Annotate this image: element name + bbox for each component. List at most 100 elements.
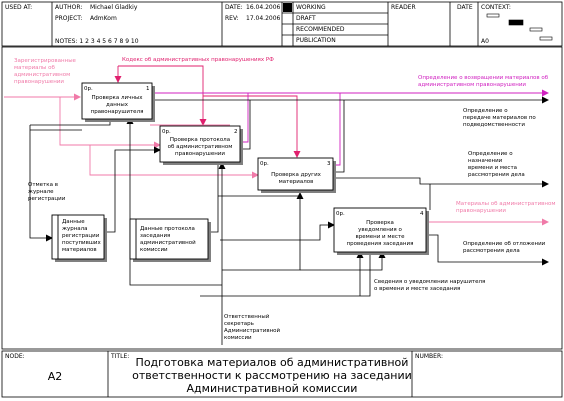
output-arrow-transfer [152, 96, 549, 173]
svg-text:0р.: 0р. [260, 161, 269, 167]
status-draft: DRAFT [296, 15, 316, 22]
svg-text:регистрации: регистрации [62, 233, 100, 239]
node-value: A2 [48, 370, 63, 383]
date-label: DATE: [225, 4, 243, 11]
data-store-commission-protocol[interactable]: Данные протокола заседания административ… [129, 218, 211, 262]
output-arrow-postpone [426, 234, 549, 266]
svg-text:Зарегистрированные: Зарегистрированные [14, 58, 77, 64]
status-publication: PUBLICATION [296, 37, 336, 44]
status-working: WORKING [296, 4, 326, 11]
appointment-label: Определение о назначении времени и места… [468, 151, 525, 178]
context-thumbnail [486, 13, 553, 41]
svg-text:административном: административном [14, 72, 70, 78]
mechanism-arrow-secretary [126, 117, 386, 345]
activity-box-2[interactable]: 0р. 2 Проверка протокола об администрати… [159, 125, 243, 165]
rev-label: REV: [225, 15, 239, 22]
svg-text:Определение о: Определение о [468, 151, 513, 157]
registration-mark-label: Отметка в журнале регистрации [28, 182, 66, 202]
svg-text:Отметка в: Отметка в [28, 182, 58, 188]
input-materials-label: Зарегистрированные материалы об админист… [14, 58, 77, 85]
title-label: TITLE: [110, 353, 129, 360]
svg-text:0р.: 0р. [162, 129, 171, 135]
svg-text:правонарушении: правонарушении [456, 208, 506, 214]
svg-text:назначении: назначении [468, 158, 503, 164]
svg-text:рассмотрения дела: рассмотрения дела [463, 248, 520, 254]
svg-text:уведомления о: уведомления о [358, 227, 402, 233]
svg-text:комиссии: комиссии [140, 247, 168, 253]
diagram-title-line2: ответственности к рассмотрению на заседа… [132, 369, 412, 382]
date-value: 16.04.2006 [246, 4, 281, 11]
svg-text:Материалы об административном: Материалы об административном [456, 201, 556, 207]
svg-text:правонарушении: правонарушении [14, 79, 64, 85]
activity-box-3[interactable]: 0р. 3 Проверка других материалов [257, 157, 336, 193]
svg-text:0р.: 0р. [336, 211, 345, 217]
svg-text:подведомственности: подведомственности [463, 122, 525, 128]
admin-materials-label: Материалы об административном правонаруш… [456, 201, 556, 214]
svg-text:данных: данных [106, 102, 129, 108]
svg-text:Проверка других: Проверка других [271, 172, 322, 178]
arrow-notice-info [200, 252, 371, 297]
activity-box-1[interactable]: 0р. 1 Проверка личных данных правонаруши… [81, 82, 155, 122]
transfer-label: Определение о передаче материалов по под… [463, 108, 536, 128]
postpone-label: Определение об отложении рассмотрения де… [463, 241, 546, 254]
svg-text:правонарушении: правонарушении [175, 151, 225, 157]
svg-text:передаче материалов по: передаче материалов по [463, 115, 536, 121]
svg-text:Определение о: Определение о [463, 108, 508, 114]
project-label: PROJECT: [55, 15, 82, 22]
author-value: Michael Gladkiy [90, 4, 138, 11]
project-value: AdmKom [90, 15, 117, 22]
svg-text:материалы об: материалы об [14, 65, 56, 71]
notice-info-label: Сведения о уведомлении нарушителя о врем… [374, 279, 485, 292]
node-label: NODE: [5, 353, 25, 360]
svg-text:4: 4 [420, 211, 424, 217]
context-label: CONTEXT: [481, 4, 511, 11]
svg-text:Административной: Административной [224, 327, 281, 334]
svg-text:Данные протокола: Данные протокола [140, 226, 195, 232]
svg-text:материалов: материалов [279, 179, 314, 185]
svg-text:Данные: Данные [62, 219, 85, 225]
svg-text:рассмотрения дела: рассмотрения дела [468, 172, 525, 178]
svg-text:проведения заседания: проведения заседания [347, 241, 414, 247]
svg-text:поступивших: поступивших [62, 240, 101, 246]
svg-text:Ответственный: Ответственный [224, 313, 270, 320]
working-status-marker [283, 3, 292, 12]
number-label: NUMBER: [415, 353, 443, 360]
svg-text:правонарушителя: правонарушителя [91, 109, 144, 115]
svg-text:1: 1 [146, 86, 150, 92]
data-store-registration-journal[interactable]: Данные журнала регистрации поступивших м… [51, 214, 107, 262]
reader-label: READER [391, 4, 416, 11]
svg-text:Определение об отложении: Определение об отложении [463, 241, 546, 247]
svg-text:Определение о возвращении мате: Определение о возвращении материалов об [418, 75, 549, 81]
svg-text:журнала: журнала [62, 226, 88, 232]
author-label: AUTHOR: [55, 4, 82, 11]
diagram-title-line1: Подготовка материалов об административно… [136, 356, 409, 369]
arrow-store1-to-box2 [105, 146, 161, 233]
svg-text:регистрации: регистрации [28, 196, 66, 202]
svg-text:секретарь: секретарь [224, 321, 254, 327]
svg-text:административном правонарушени: административном правонарушении [418, 82, 526, 88]
svg-text:о времени и месте заседания: о времени и месте заседания [374, 286, 460, 292]
kodeks-label: Кодекс об административных правонарушени… [122, 57, 274, 63]
svg-text:заседания: заседания [140, 233, 170, 239]
svg-text:времени и места: времени и места [468, 165, 517, 171]
svg-text:0р.: 0р. [84, 86, 93, 92]
svg-text:административной: административной [140, 239, 196, 246]
svg-text:материалов: материалов [62, 247, 97, 253]
rev-value: 17.04.2006 [246, 15, 281, 22]
output-arrow-appointment [333, 177, 549, 210]
date2-label: DATE [457, 4, 473, 11]
diagram-area [1, 46, 563, 350]
svg-text:Проверка протокола: Проверка протокола [170, 137, 230, 143]
activity-box-4[interactable]: 0р. 4 Проверка уведомления о времени и м… [333, 207, 429, 255]
svg-text:журнале: журнале [28, 189, 54, 195]
context-node: A0 [481, 38, 489, 45]
svg-text:времени и месте: времени и месте [355, 234, 405, 240]
diagram-title-line3: Административной комиссии [187, 382, 358, 395]
notes-line: NOTES: 1 2 3 4 5 6 7 8 9 10 [55, 38, 139, 45]
svg-text:комиссии: комиссии [224, 335, 252, 341]
svg-text:Сведения о уведомлении нарушит: Сведения о уведомлении нарушителя [374, 279, 485, 285]
svg-text:Проверка личных: Проверка личных [91, 95, 143, 101]
svg-text:3: 3 [327, 161, 331, 167]
svg-text:2: 2 [234, 129, 238, 135]
